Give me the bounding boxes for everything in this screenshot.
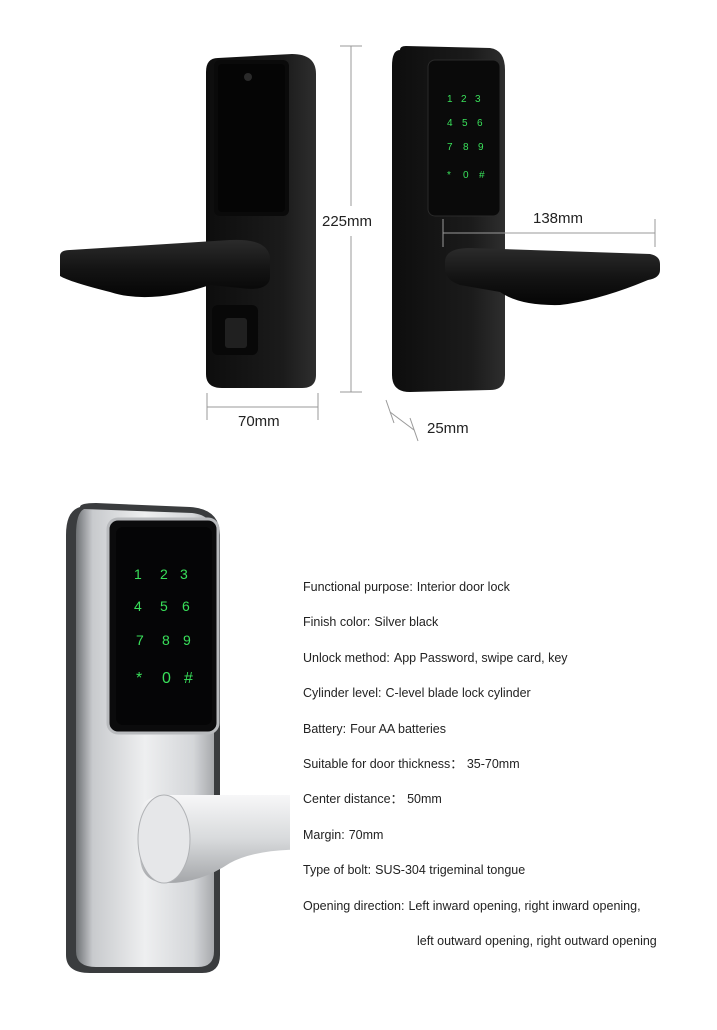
svg-text:7: 7	[447, 142, 453, 153]
key-hole-icon	[244, 73, 252, 81]
spec-row: Center distance：50mm	[303, 787, 703, 822]
silver-lock-keypad: 1 2 3 4 5 6 7 8 9 * 0 #	[134, 566, 193, 687]
spec-label: Battery:	[303, 721, 347, 736]
black-lock-dimension-figure: 1 2 3 4 5 6 7 8 9 * 0 # 225mm 138mm 70m	[60, 45, 660, 442]
spec-label: Type of bolt:	[303, 863, 372, 878]
spec-row: Unlock method:App Password, swipe card, …	[303, 646, 703, 681]
svg-text:2: 2	[461, 94, 467, 105]
spec-label: Functional purpose:	[303, 580, 413, 594]
spec-value: Silver black	[374, 615, 439, 630]
spec-label: Suitable for door thickness：	[303, 756, 463, 771]
svg-text:4: 4	[134, 598, 142, 614]
svg-text:6: 6	[182, 598, 190, 614]
spec-value: App Password, swipe card, key	[393, 650, 568, 665]
front-lock: 1 2 3 4 5 6 7 8 9 * 0 #	[392, 46, 660, 392]
spec-label: Cylinder level:	[303, 686, 382, 701]
spec-label: Opening direction:	[303, 898, 405, 913]
svg-text:#: #	[479, 170, 485, 181]
spec-value: Four AA batteries	[350, 721, 446, 736]
svg-text:1: 1	[447, 94, 453, 105]
spec-label: Margin:	[303, 827, 345, 842]
svg-text:3: 3	[180, 566, 188, 582]
spec-value: SUS-304 trigeminal tongue	[375, 863, 526, 878]
spec-row: Opening direction:Left inward opening, r…	[303, 894, 703, 929]
handle-length-dimension-label: 138mm	[533, 210, 583, 227]
svg-text:7: 7	[136, 632, 144, 648]
svg-text:1: 1	[134, 566, 142, 582]
rear-lock	[60, 54, 316, 388]
spec-value: Interior door lock	[416, 580, 510, 594]
spec-row: Cylinder level:C-level blade lock cylind…	[303, 681, 703, 716]
rear-keypad: 1 2 3 4 5 6 7 8 9 * 0 #	[447, 94, 485, 181]
svg-text:*: *	[136, 670, 142, 687]
spec-row: Functional purpose:Interior door lock	[303, 575, 703, 610]
rear-lever-handle	[60, 239, 270, 298]
svg-text:5: 5	[160, 598, 168, 614]
thumb-turn	[225, 318, 247, 348]
spec-continuation: left outward opening, right outward open…	[417, 933, 657, 948]
thickness-dimension-label: 25mm	[427, 420, 469, 437]
width-dimension-label: 70mm	[238, 413, 280, 430]
svg-text:8: 8	[162, 632, 170, 648]
svg-text:*: *	[447, 170, 451, 181]
front-lever-handle	[445, 248, 660, 306]
spec-row: Type of bolt:SUS-304 trigeminal tongue	[303, 858, 703, 893]
svg-text:6: 6	[477, 118, 483, 129]
spec-label: Center distance：	[303, 792, 404, 807]
spec-value: 70mm	[348, 827, 384, 842]
spec-value: C-level blade lock cylinder	[385, 686, 531, 701]
svg-text:8: 8	[463, 142, 469, 153]
spec-row: Margin:70mm	[303, 823, 703, 858]
svg-text:0: 0	[463, 170, 469, 181]
spec-label: Unlock method:	[303, 650, 390, 665]
svg-text:#: #	[184, 670, 193, 687]
svg-text:9: 9	[183, 632, 191, 648]
spec-value: 35-70mm	[466, 756, 520, 771]
svg-text:9: 9	[478, 142, 484, 153]
svg-text:5: 5	[462, 118, 468, 129]
dimension-lines	[206, 45, 656, 442]
height-dimension-label: 225mm	[322, 213, 372, 230]
spec-row: Battery:Four AA batteries	[303, 717, 703, 752]
spec-value: Left inward opening, right inward openin…	[408, 898, 641, 913]
svg-text:3: 3	[475, 94, 481, 105]
spec-row: Finish color:Silver black	[303, 610, 703, 645]
svg-text:2: 2	[160, 566, 168, 582]
spec-row: Suitable for door thickness：35-70mm	[303, 752, 703, 787]
svg-text:0: 0	[162, 670, 171, 687]
spec-value: 50mm	[407, 792, 442, 807]
svg-text:4: 4	[447, 118, 453, 129]
spec-label: Finish color:	[303, 615, 371, 630]
silver-lock-figure: 1 2 3 4 5 6 7 8 9 * 0 #	[66, 503, 290, 973]
